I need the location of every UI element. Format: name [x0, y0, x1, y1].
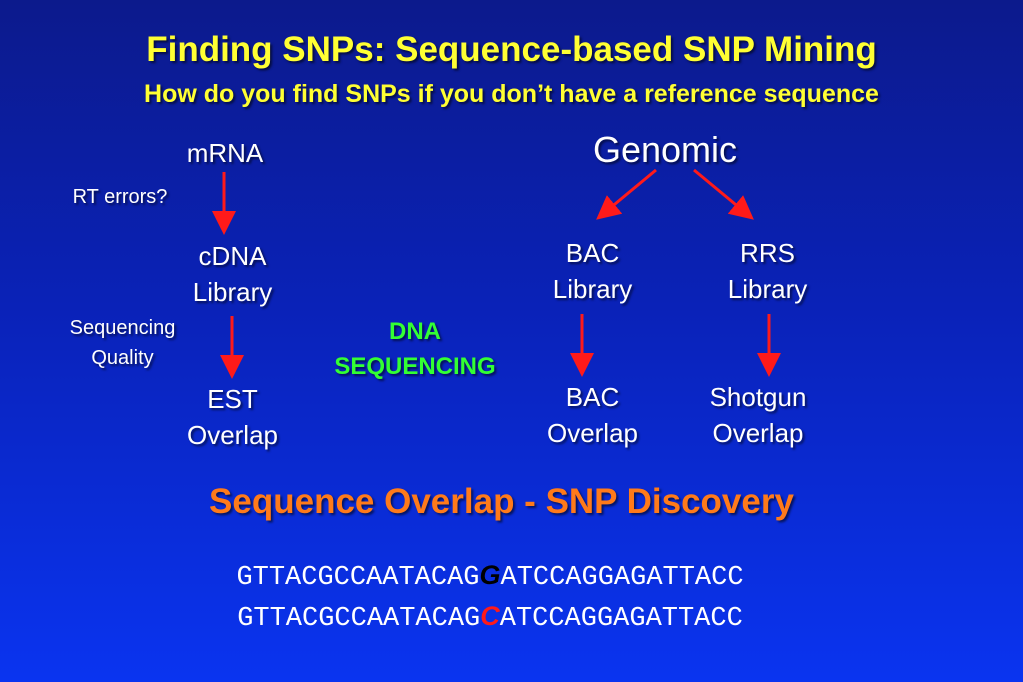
arrow-genomic-to-rrs [693, 168, 754, 220]
node-rrs-library: RRS Library [700, 235, 835, 307]
slide-title: Finding SNPs: Sequence-based SNP Mining [146, 30, 877, 69]
node-est-overlap: EST Overlap [160, 381, 305, 453]
note-sequencing-line1: Sequencing [69, 317, 176, 339]
sequence-1-suffix: ATCCAGGAGATTACC [500, 563, 744, 593]
dna-sequencing-line2: SEQUENCING [334, 353, 496, 380]
node-bac-library: BAC Library [525, 235, 660, 307]
node-shotgun-line2: Overlap [712, 418, 804, 448]
node-rrs-line1: RRS [740, 238, 795, 268]
node-shotgun-line1: Shotgun [709, 382, 807, 412]
node-bac-line2: Library [552, 274, 633, 304]
dna-sequencing-label: DNA SEQUENCING [300, 314, 530, 384]
sequence-1-prefix: GTTACGCCAATACAG [236, 563, 480, 593]
node-bac-line1: BAC [565, 238, 620, 268]
node-bac-overlap-line1: BAC [565, 382, 620, 412]
node-bac-overlap-line2: Overlap [546, 418, 639, 448]
section-title: Sequence Overlap - SNP Discovery [209, 482, 794, 521]
sequence-1-snp: G [479, 560, 501, 590]
sequence-row-2: GTTACGCCAATACAGCATCCAGGAGATTACC [0, 601, 980, 634]
dna-sequencing-line1: DNA [389, 318, 441, 345]
sequence-row-1: GTTACGCCAATACAGGATCCAGGAGATTACC [0, 560, 980, 593]
node-est-line1: EST [207, 384, 258, 414]
sequence-2-prefix: GTTACGCCAATACAG [237, 604, 481, 634]
note-sequencing-quality: Sequencing Quality [40, 313, 205, 373]
node-shotgun-overlap: Shotgun Overlap [688, 379, 828, 451]
node-genomic: Genomic [592, 129, 738, 170]
sequence-2-snp: C [480, 601, 500, 631]
node-est-line2: Overlap [186, 420, 279, 450]
node-cdna-library: cDNA Library [160, 238, 305, 310]
node-cdna-line2: Library [192, 277, 273, 307]
node-mrna: mRNA [186, 138, 264, 168]
slide-subtitle: How do you find SNPs if you don’t have a… [144, 80, 879, 108]
node-bac-overlap: BAC Overlap [525, 379, 660, 451]
note-sequencing-line2: Quality [91, 347, 154, 369]
node-rrs-line2: Library [727, 274, 808, 304]
note-rt-errors: RT errors? [72, 186, 168, 208]
sequence-2-suffix: ATCCAGGAGATTACC [499, 604, 743, 634]
arrow-genomic-to-bac [596, 168, 657, 220]
node-cdna-line1: cDNA [198, 241, 267, 271]
